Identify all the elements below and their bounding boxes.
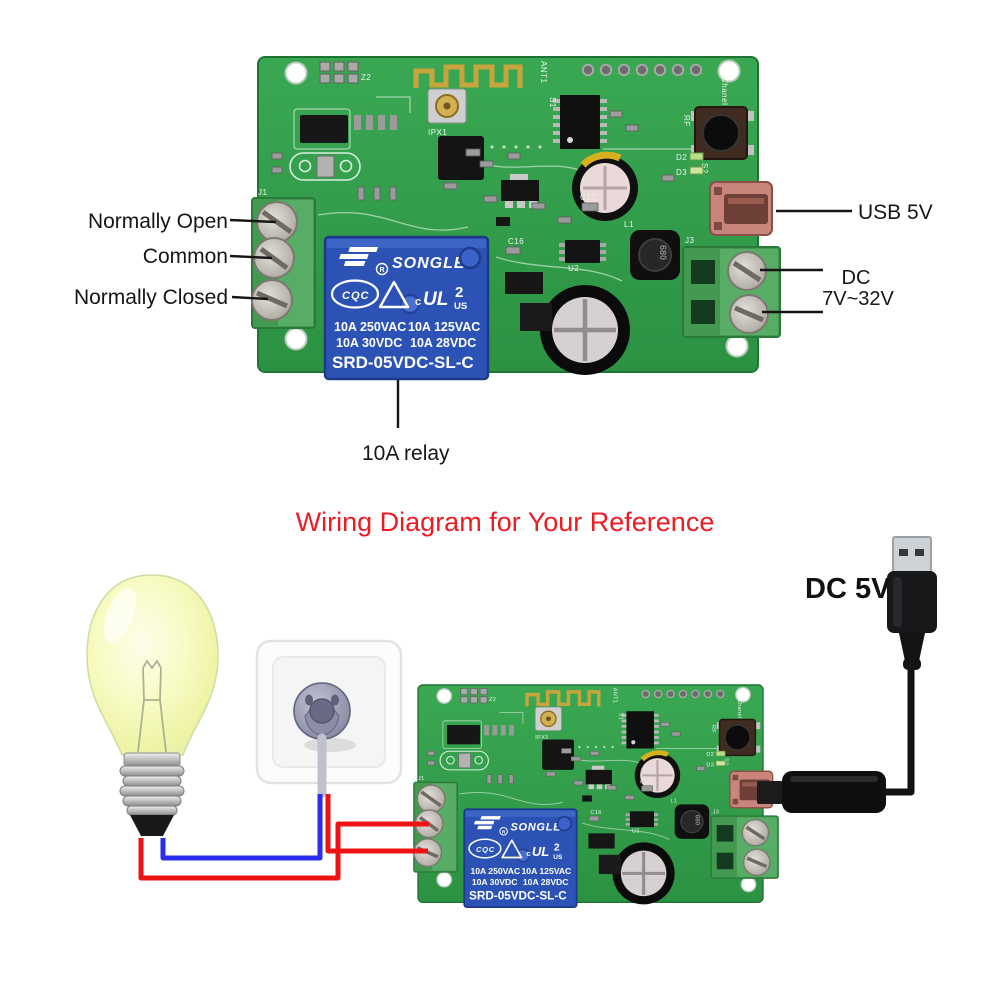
wire-live-bulb-red bbox=[138, 821, 429, 881]
wiring-title: Wiring Diagram for Your Reference bbox=[296, 507, 715, 537]
label-usb-5v: USB 5V bbox=[858, 201, 933, 224]
leader-normally-closed bbox=[231, 295, 269, 301]
usb-cable bbox=[884, 665, 915, 796]
label-normally-open: Normally Open bbox=[88, 210, 228, 233]
leader-common bbox=[229, 254, 273, 260]
bottom-pcb-module bbox=[414, 685, 778, 907]
label-10a-relay: 10A relay bbox=[362, 442, 450, 465]
usb-power-cable bbox=[757, 536, 937, 813]
label-normally-closed: Normally Closed bbox=[74, 286, 228, 309]
wall-socket bbox=[255, 639, 403, 798]
usb-a-shell bbox=[892, 536, 932, 574]
top-pcb-module bbox=[252, 57, 780, 379]
leader-lines bbox=[229, 209, 852, 428]
bulb-screw-base bbox=[119, 752, 185, 836]
wire-neutral-blue bbox=[160, 794, 323, 861]
wiring bbox=[138, 794, 429, 881]
bulb-base-tip bbox=[130, 815, 174, 836]
bulb-filament bbox=[137, 659, 167, 753]
power-plug bbox=[293, 682, 351, 798]
label-dc-5v: DC 5V bbox=[805, 573, 891, 605]
plug-shadow bbox=[304, 738, 356, 752]
usb-a-connector bbox=[887, 536, 937, 670]
micro-usb-plug bbox=[757, 771, 886, 813]
label-dc: DC bbox=[842, 267, 871, 289]
wire-live-plug-red bbox=[325, 794, 428, 854]
leader-normally-open bbox=[229, 218, 277, 224]
label-common: Common bbox=[143, 245, 228, 268]
bulb-highlight bbox=[103, 587, 137, 643]
light-bulb bbox=[86, 574, 219, 836]
label-dc-range: 7V~32V bbox=[822, 288, 894, 310]
